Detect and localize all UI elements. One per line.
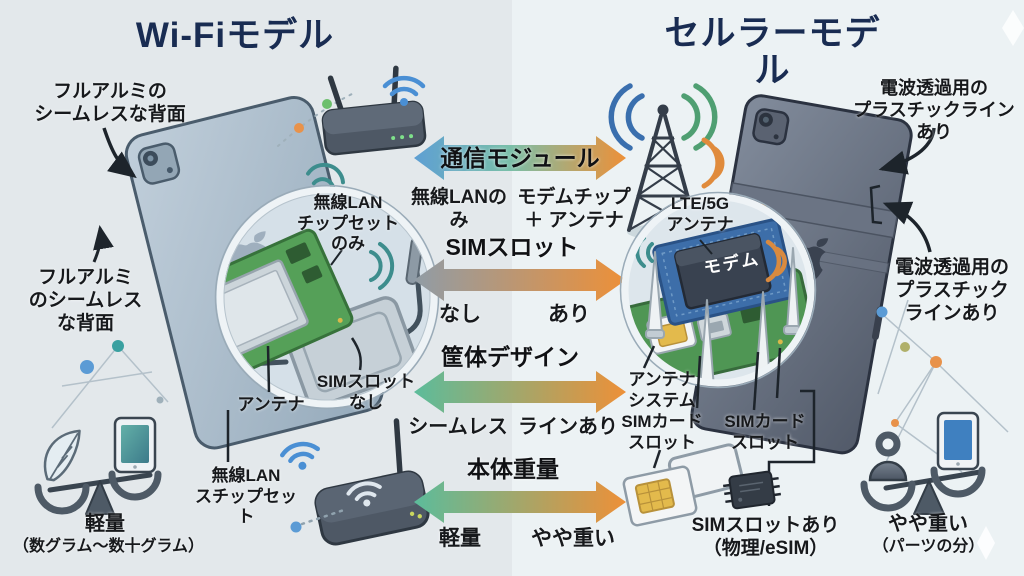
tower-waves-orange [701,137,725,189]
comparison-arrows [414,136,626,523]
wifi-router-bottom-icon [314,418,430,546]
left-model-title: Wi-Fiモデル [135,16,335,55]
row-right-communication: モデムチップ ＋ アンテナ [517,187,631,232]
label-lightweight: 軽量 [85,513,125,535]
arrow-communication-module [414,136,626,180]
wifi-signal-icon-top [382,75,426,106]
wifi-internals-magnifier [214,184,440,410]
row-left-weight: 軽量 [439,527,481,550]
antenna-cones [645,247,801,383]
label-sim-card-slot-right: SIMカード スロット [724,412,806,452]
row-left-chassis: シームレス [408,416,508,438]
arrow-sim-slot [414,259,626,301]
row-left-sim-slot: なし [439,303,481,326]
label-seamless-back-top: フルアルミの シームレスな背面 [34,81,186,126]
label-heavier-note: （パーツの分） [872,538,985,555]
esim-chip-icon [722,470,782,510]
label-sim-card-slot-left: SIMカード スロット [621,412,703,452]
feather-icon [43,429,81,482]
row-right-sim-slot: あり [548,303,590,326]
label-lte-5g-antenna: LTE/5G アンテナ [666,194,734,234]
row-title-communication-module: 通信モジュール [440,145,600,171]
kettlebell-weight-icon [868,431,908,482]
label-plastic-line-top: 電波透過用の プラスチックラインあり [853,78,1015,142]
tablet-on-scale-right [936,411,980,471]
label-lightweight-note: （数グラム〜数十グラム） [13,538,205,555]
sparkle-bottom-right [977,526,995,560]
row-title-chassis-design: 筐体デザイン [441,344,579,370]
tower-waves-blue [608,83,645,151]
label-plastic-line-mid: 電波透過用の プラスチック ラインあり [894,257,1009,325]
wifi-router-top-icon [321,65,427,156]
row-left-communication: 無線LANのみ [410,187,508,232]
sim-card-icon [622,465,698,527]
arrow-chassis-design [414,371,626,413]
row-right-chassis: ラインあり [518,416,618,438]
weight-scale-left [34,416,162,515]
label-sim-slot-present: SIMスロットあり （物理/eSIM） [691,515,840,560]
row-title-sim-slot: SIMスロット [445,234,579,260]
label-heavier: やや重い [888,513,968,535]
network-dots-top-left [277,93,353,147]
wifi-signal-icon-bottom [280,441,320,470]
label-seamless-back-mid: フルアルミ のシームレス な背面 [28,267,143,335]
sparkle-top-right [1002,10,1024,46]
label-wlan-chipset-bottom: 無線LAN スチップセット [195,466,297,527]
row-title-body-weight: 本体重量 [467,456,559,482]
camera-module [137,142,181,185]
arrow-body-weight [414,481,626,523]
camera-module [752,108,790,146]
weight-scale-right [860,411,986,515]
network-graph-left [51,340,169,429]
row-right-weight: やや重い [531,527,615,550]
cellular-internals-magnifier [619,191,817,389]
network-graph-right [876,299,1009,473]
left-annotation-arrows [92,127,362,462]
label-antenna: アンテナ [237,395,305,414]
label-wlan-chipset-only: 無線LAN チップセット のみ [297,193,399,254]
wlan-chipset-board [220,228,354,386]
label-sim-slot-none: SIMスロット なし [316,372,416,412]
right-model-title: セルラーモデル [664,14,881,90]
tablet-on-scale-left [113,416,157,474]
label-antenna-system: アンテナ システム [628,370,696,410]
tower-waves-green [681,83,718,151]
